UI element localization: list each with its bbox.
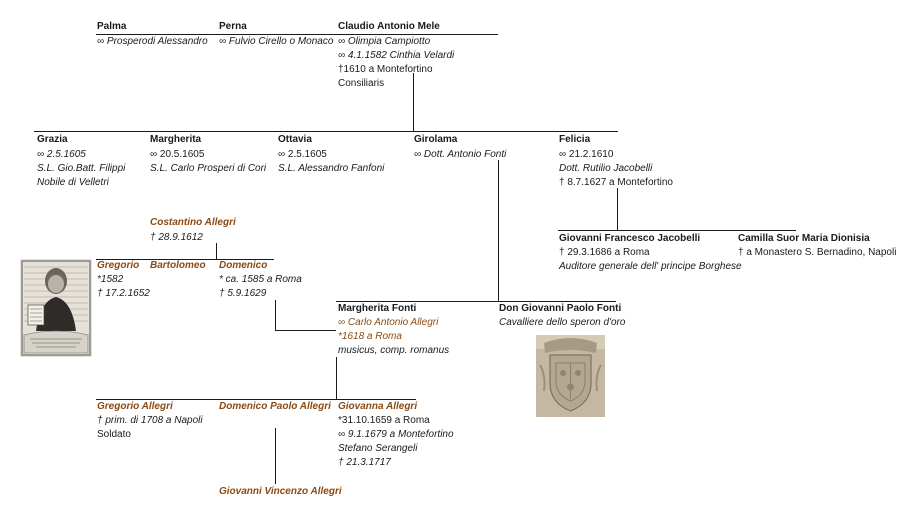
claudio-name: Claudio Antonio Mele <box>338 20 440 34</box>
giovanni-paolo-name: Don Giovanni Paolo Fonti <box>499 302 621 316</box>
domenico-paolo-descent-line <box>275 428 276 484</box>
grazia-note: Nobile di Velletri <box>37 176 109 190</box>
domenico-death: † 5.9.1629 <box>219 287 266 301</box>
palma-spouse: ∞ Prosperodi Alessandro <box>97 35 208 49</box>
giovanni-vincenzo-name: Giovanni Vincenzo Allegri <box>219 485 342 499</box>
claudio-spouse-1: ∞ Olimpia Campiotto <box>338 35 430 49</box>
domenico-paolo-name: Domenico Paolo Allegri <box>219 400 331 414</box>
domenico-connector-line <box>275 330 336 331</box>
gen2-line <box>34 131 618 132</box>
margherita-fonti-name: Margherita Fonti <box>338 302 416 316</box>
gregorio-death: † 17.2.1652 <box>97 287 150 301</box>
gregorio-allegri-jr-name: Gregorio Allegri <box>97 400 173 414</box>
perna-name: Perna <box>219 20 247 34</box>
costantino-name: Costantino Allegri <box>150 216 236 230</box>
claudio-role: Consiliaris <box>338 77 384 91</box>
gregorio-portrait-image <box>20 259 92 357</box>
ottavia-spouse: S.L. Alessandro Fanfoni <box>278 162 384 176</box>
margherita-fonti-spouse-birth: *1618 a Roma <box>338 330 402 344</box>
felicia-name: Felicia <box>559 133 590 147</box>
margherita-spouse: S.L. Carlo Prosperi di Cori <box>150 162 266 176</box>
ottavia-marriage: ∞ 2.5.1605 <box>278 148 327 162</box>
grazia-spouse: S.L. Gio.Batt. Filippi <box>37 162 125 176</box>
giovanna-name: Giovanna Allegri <box>338 400 417 414</box>
claudio-spouse-2: ∞ 4.1.1582 Cinthia Velardi <box>338 49 454 63</box>
domenico-descent-line <box>275 300 276 330</box>
felicia-marriage: ∞ 21.2.1610 <box>559 148 613 162</box>
jacobelli-line <box>558 230 796 231</box>
gregorio-birth: *1582 <box>97 273 123 287</box>
gregorio-name: Gregorio <box>97 259 139 273</box>
giovanni-jacobelli-title: Auditore generale dell' principe Borghes… <box>559 260 742 274</box>
domenico-name: Domenico <box>219 259 267 273</box>
grazia-marriage: ∞ 2.5.1605 <box>37 148 86 162</box>
gregorio-allegri-jr-role: Soldato <box>97 428 131 442</box>
giovanni-paolo-title: Cavalliere dello speron d'oro <box>499 316 625 330</box>
margherita-marriage: ∞ 20.5.1605 <box>150 148 204 162</box>
giovanna-death: † 21.3.1717 <box>338 456 391 470</box>
camilla-death: † a Monastero S. Bernadino, Napoli <box>738 246 896 260</box>
claudio-death: †1610 a Montefortino <box>338 63 433 77</box>
gregorio-allegri-jr-death: † prim. di 1708 a Napoli <box>97 414 203 428</box>
giovanni-jacobelli-name: Giovanni Francesco Jacobelli <box>559 232 700 246</box>
domenico-birth: * ca. 1585 a Roma <box>219 273 302 287</box>
girolama-descent-line <box>498 160 499 301</box>
ottavia-name: Ottavia <box>278 133 312 147</box>
girolama-name: Girolama <box>414 133 457 147</box>
camilla-name: Camilla Suor Maria Dionisia <box>738 232 870 246</box>
margherita-fonti-spouse-role: musicus, comp. romanus <box>338 344 449 358</box>
palma-name: Palma <box>97 20 126 34</box>
felicia-descent-line <box>617 188 618 230</box>
margherita-fonti-spouse: ∞ Carlo Antonio Allegri <box>338 316 438 330</box>
costantino-descent-line <box>216 243 217 259</box>
felicia-death: † 8.7.1627 a Montefortino <box>559 176 673 190</box>
giovanni-jacobelli-death: † 29.3.1686 a Roma <box>559 246 650 260</box>
giovanna-marriage: ∞ 9.1.1679 a Montefortino <box>338 428 454 442</box>
coat-of-arms-image <box>536 335 605 417</box>
girolama-spouse: ∞ Dott. Antonio Fonti <box>414 148 506 162</box>
giovanna-spouse: Stefano Serangeli <box>338 442 418 456</box>
margherita-fonti-descent-line <box>336 357 337 399</box>
giovanna-birth: *31.10.1659 a Roma <box>338 414 430 428</box>
felicia-spouse: Dott. Rutilio Jacobelli <box>559 162 652 176</box>
claudio-descent-line <box>413 73 414 131</box>
margherita-name: Margherita <box>150 133 201 147</box>
costantino-death: † 28.9.1612 <box>150 231 203 245</box>
bartolomeo-name: Bartolomeo <box>150 259 206 273</box>
perna-spouse: ∞ Fulvio Cirello o Monaco <box>219 35 333 49</box>
grazia-name: Grazia <box>37 133 68 147</box>
